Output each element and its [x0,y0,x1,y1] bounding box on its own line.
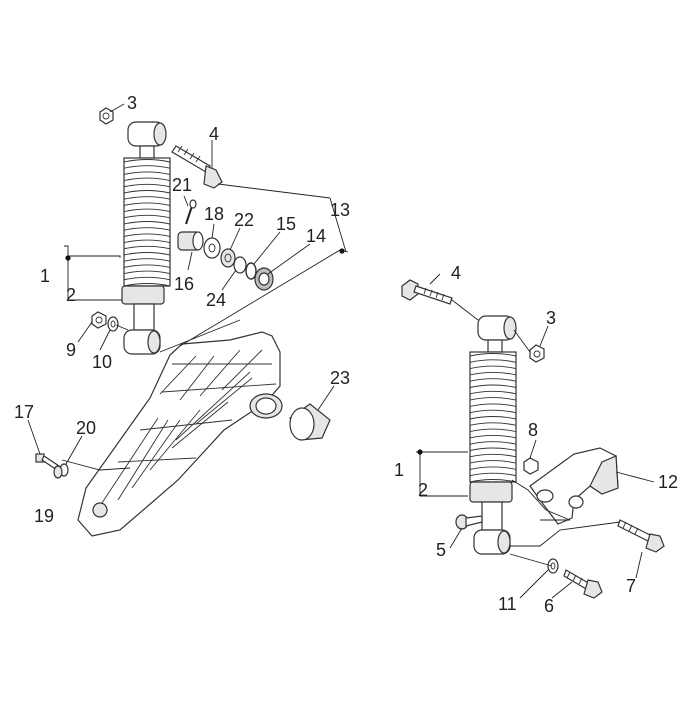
callout-14: 14 [306,226,326,246]
callout-19: 19 [34,506,54,526]
callout-5: 5 [436,540,446,560]
circlip-15 [245,262,257,280]
callout-1-right: 1 [394,460,404,480]
callout-13: 13 [330,200,350,220]
washer-18 [203,237,221,259]
bushing-16 [177,231,204,251]
cap-23 [289,403,331,441]
callout-1-left: 1 [40,266,50,286]
callout-3-left: 3 [127,93,137,113]
callout-18: 18 [204,204,224,224]
callout-leaders [27,103,655,599]
bolt-7 [617,519,665,553]
bolt-4-left [171,145,223,189]
right-shock-top-eye [477,315,517,353]
left-shock-absorber [121,121,171,355]
bolt-5 [455,514,483,530]
right-shock-spring [469,351,517,483]
cotter-pin-21 [185,199,197,225]
spacer-22 [220,248,236,268]
left-shock-spring [123,157,171,287]
left-leader-lines [61,183,349,471]
support-arm-13 [77,331,283,537]
washer-10 [107,316,119,332]
bracket-12 [529,447,619,525]
callout-12: 12 [658,472,678,492]
callout-20: 20 [76,418,96,438]
callout-17: 17 [14,402,34,422]
bolt-6 [563,569,603,599]
callout-8: 8 [528,420,538,440]
left-shock-top-eye [127,121,167,159]
right-leader-lines [416,299,621,567]
callout-11: 11 [498,594,517,614]
callout-10: 10 [92,352,112,372]
ring-24 [233,256,247,274]
nut-8 [523,457,539,475]
callout-4-right: 4 [451,263,461,283]
callout-15: 15 [276,214,296,234]
bearing-14 [254,267,274,291]
callout-6: 6 [544,596,554,616]
callout-2-right: 2 [418,480,428,500]
washer-19 [53,465,63,479]
nut-9 [91,311,107,329]
callout-22: 22 [234,210,254,230]
bolt-4-right [401,279,453,305]
left-shock-lower-body [121,285,165,355]
callout-7: 7 [626,576,636,596]
right-shock-absorber [469,315,517,555]
washer-11 [547,558,559,574]
callout-9: 9 [66,340,76,360]
callout-labels: 3 4 21 18 22 15 13 14 1 2 16 24 9 10 23 … [14,93,678,616]
callout-3-right: 3 [546,308,556,328]
callout-24: 24 [206,290,226,310]
callout-21: 21 [172,175,192,195]
nut-3-left [99,107,114,125]
nut-3-right [529,344,545,363]
callout-16: 16 [174,274,194,294]
callout-4-left: 4 [209,124,219,144]
right-shock-lower-body [469,481,513,555]
callout-23: 23 [330,368,350,388]
callout-2-left: 2 [66,285,76,305]
